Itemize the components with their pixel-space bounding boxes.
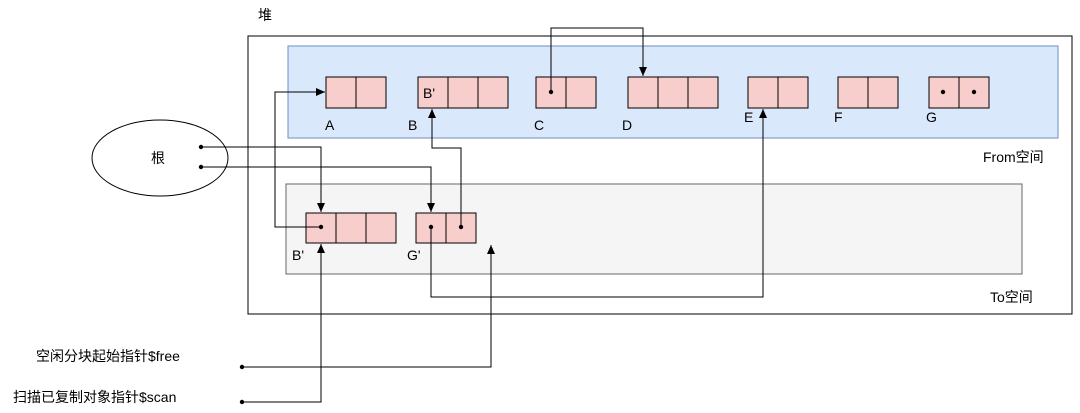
- to-space-label: To空间: [990, 289, 1033, 305]
- root-label: 根: [151, 150, 165, 166]
- object-label-F: F: [834, 109, 843, 125]
- object-label-G: G: [926, 109, 937, 125]
- arrow-c-to-d: [550, 27, 647, 92]
- object-G-copy: [415, 212, 477, 244]
- object-label-B: B: [408, 117, 417, 133]
- reference-arrows: [201, 27, 767, 403]
- object-A: [325, 76, 387, 109]
- root-ellipse: [91, 119, 229, 197]
- object-label-D: D: [622, 117, 632, 133]
- arrow-free-pointer: [242, 245, 495, 368]
- object-B: [417, 76, 509, 109]
- object-label-C: C: [534, 117, 544, 133]
- arrow-g-copy-to-b: [428, 109, 462, 227]
- object-label-E: E: [744, 109, 753, 125]
- object-label-A: A: [325, 117, 335, 133]
- free-pointer-label: 空闲分块起始指针$free: [36, 348, 180, 364]
- arrow-scan-pointer: [242, 244, 325, 403]
- heap-label: 堆: [258, 7, 272, 23]
- object-label-G-copy: G': [407, 247, 421, 263]
- object-F: [837, 76, 899, 109]
- object-B-copy: [305, 212, 397, 244]
- arrow-b-copy-to-a: [274, 88, 325, 228]
- scan-pointer-label: 扫描已复制对象指针$scan: [13, 389, 176, 405]
- from-space-label: From空间: [983, 149, 1044, 165]
- object-label-B-copy: B': [292, 247, 304, 263]
- object-D: [627, 76, 719, 109]
- object-G: [928, 76, 990, 109]
- to-space: [285, 183, 1023, 275]
- arrow-g-copy-to-e: [430, 109, 767, 298]
- arrow-root-to-g-copy: [201, 166, 435, 212]
- object-C: [535, 76, 597, 109]
- object-E: [747, 76, 809, 109]
- pointer-dots: [198, 89, 977, 405]
- arrow-root-to-b-copy: [201, 146, 325, 212]
- forwarding-label-B: B': [423, 85, 435, 101]
